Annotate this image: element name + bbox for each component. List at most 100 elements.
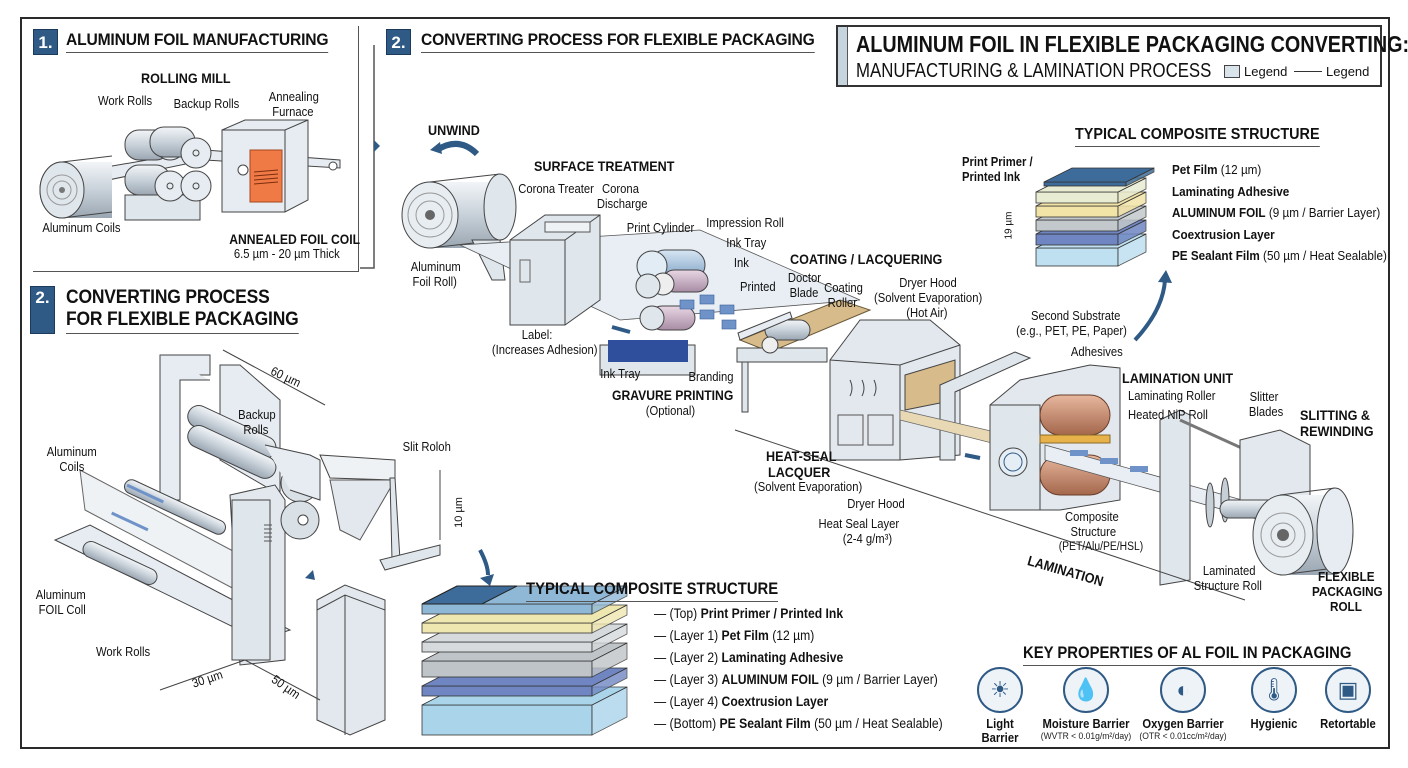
- legend-box-swatch-icon: [1224, 65, 1240, 78]
- label-coils-left-1: Aluminum: [46, 445, 97, 459]
- label-ink-tray-top: Ink Tray: [726, 236, 767, 250]
- layer-prefix: (Layer 3): [669, 672, 719, 687]
- label-heated-nip: Heated NiP Roll: [1128, 408, 1208, 422]
- composite-bottom-layer-label: — (Top) Print Primer / Printed Ink: [654, 606, 844, 621]
- stage-slitting-1: SLITTING &: [1300, 407, 1371, 423]
- label-backup-rolls-left-2: Rolls: [243, 423, 269, 437]
- coating-unit: [736, 299, 872, 413]
- label-corona-treater: Corona Treater: [518, 182, 594, 196]
- gravure-printing-unit: [599, 249, 737, 376]
- layer-name: Pet Film: [721, 628, 769, 643]
- stage-surface-treatment: SURFACE TREATMENT: [534, 158, 675, 174]
- label-work-rolls-left: Work Rolls: [96, 645, 151, 659]
- section-title-left-2: FOR FLEXIBLE PACKAGING: [66, 309, 299, 334]
- flow-arrow: [1133, 279, 1167, 342]
- property-name: Oxygen Barrier: [1142, 717, 1224, 731]
- label-composite-2: Structure: [1070, 525, 1117, 539]
- composite-stack-top: [1035, 167, 1155, 267]
- moisture-barrier-icon: 💧: [1063, 667, 1109, 713]
- layer-prefix: (Layer 2): [669, 650, 719, 665]
- label-dryer-hood-low: Dryer Hood: [847, 497, 905, 511]
- composite-bottom-layer-label: — (Bottom) PE Sealant Film (50 µm / Heat…: [654, 716, 943, 731]
- composite-top-left-2: Printed Ink: [962, 170, 1021, 184]
- label-dryer-hood-1: Dryer Hood: [899, 276, 957, 290]
- property-name: Light: [986, 717, 1014, 731]
- label-branding: Branding: [688, 370, 734, 384]
- label-annealed-coil: ANNEALED FOIL COIL: [229, 232, 361, 247]
- unwind-roll: [401, 141, 517, 281]
- label-printed: Printed: [739, 280, 776, 294]
- layer-prefix: (Top): [669, 606, 698, 621]
- label-composite-3: (PET/Alu/PE/HSL): [1058, 541, 1144, 553]
- layer-name: Coextrusion Layer: [1172, 226, 1275, 242]
- layer-name: Laminating Adhesive: [721, 650, 844, 665]
- property-item: ◐ Oxygen Barrier (OTR < 0.01cc/m²/day): [1123, 667, 1243, 742]
- converting-machine-illustration: [53, 349, 494, 736]
- title-accent-bar: [838, 27, 848, 85]
- label-label-1: Label:: [521, 328, 553, 342]
- label-heat-seal-layer-2: (2-4 g/m³): [842, 532, 893, 546]
- layer-name: Coextrusion Layer: [721, 694, 829, 709]
- label-doctor-1: Doctor: [787, 271, 821, 285]
- stage-heat-seal-2: LACQUER: [768, 464, 831, 480]
- label-second-substrate-1: Second Substrate: [1030, 309, 1121, 323]
- composite-bottom-layer: [421, 641, 593, 653]
- layer-prefix: (Layer 1): [669, 628, 719, 643]
- property-name: Moisture Barrier: [1042, 717, 1130, 731]
- label-laminated-2: Structure Roll: [1193, 579, 1262, 593]
- label-corona-1: Corona: [602, 182, 639, 196]
- corona-treater: [509, 214, 601, 326]
- property-item: 💧 Moisture Barrier (WVTR < 0.01g/m²/day): [1026, 667, 1146, 742]
- label-backup-rolls: Backup Rolls: [173, 97, 240, 111]
- label-foil-roll-2: Foil Roll): [412, 275, 457, 289]
- layer-detail: (50 µm / Heat Sealable): [1263, 248, 1387, 263]
- stage-flexible-1: FLEXIBLE: [1318, 569, 1375, 584]
- property-detail: (WVTR < 0.01g/m²/day): [1040, 731, 1132, 742]
- stage-slitting-2: REWINDING: [1300, 423, 1374, 439]
- label-annealing-1: Annealing: [268, 90, 319, 104]
- rolling-mill-illustration: [39, 119, 341, 221]
- label-coils-left-2: Coils: [59, 460, 85, 474]
- composite-bottom-layer: [421, 660, 593, 678]
- composite-bottom-layer: [421, 603, 593, 615]
- label-foil-coil-2: FOIL Coll: [38, 603, 86, 617]
- composite-top-print-layer-top: [1043, 167, 1155, 183]
- label-thickness: 6.5 µm - 20 µm Thick: [233, 247, 340, 261]
- composite-top-dimension: 19 µm: [1003, 211, 1015, 240]
- label-corona-2: Discharge: [596, 197, 648, 211]
- property-name: Retortable: [1320, 717, 1376, 731]
- retortable-icon: ▣: [1325, 667, 1371, 713]
- label-slitter-1: Slitter: [1249, 390, 1279, 404]
- section-title-left-1: CONVERTING PROCESS: [66, 287, 270, 308]
- layer-name: Laminating Adhesive: [1172, 183, 1290, 199]
- label-coating-roller-2: Roller: [827, 296, 858, 310]
- composite-top-layer: [1035, 219, 1119, 232]
- stage-heat-seal-1: HEAT-SEAL: [766, 448, 837, 464]
- label-composite-1: Composite: [1064, 510, 1119, 524]
- composite-bottom-layer: [421, 704, 593, 736]
- bracket-arrow: [374, 140, 380, 152]
- title-box: ALUMINUM FOIL IN FLEXIBLE PACKAGING CONV…: [836, 25, 1408, 87]
- hygienic-icon: 🌡: [1251, 667, 1297, 713]
- legend-box-label: Legend: [1244, 64, 1288, 79]
- property-item: ☀ Light Barrier: [940, 667, 1060, 745]
- label-foil-coil-1: Aluminum: [35, 588, 86, 602]
- section-number-1: 1.: [33, 29, 58, 55]
- stage-lamination-unit: LAMINATION UNIT: [1122, 370, 1234, 386]
- main-title: ALUMINUM FOIL IN FLEXIBLE PACKAGING CONV…: [856, 31, 1408, 57]
- legend-box-item: Legend: [1224, 64, 1287, 79]
- slitting-rewinding-unit: [1159, 409, 1354, 586]
- stage-flexible-2: PACKAGING: [1312, 584, 1383, 599]
- lamination-dimension-line: [734, 429, 1246, 601]
- composite-top-left-1: Print Primer /: [962, 155, 1033, 169]
- manufacturing-panel: [33, 26, 359, 272]
- legend-line-label: Legend: [1326, 64, 1370, 79]
- composite-bottom-layer-label: — (Layer 2) Laminating Adhesive: [654, 650, 844, 665]
- label-second-substrate-2: (e.g., PET, PE, Paper): [1016, 324, 1127, 338]
- label-print-cylinder: Print Cylinder: [626, 221, 695, 235]
- composite-top-layer: [1035, 247, 1119, 267]
- composite-bottom-layer: [421, 685, 593, 697]
- label-heat-seal-note: (Solvent Evaporation): [754, 480, 863, 494]
- properties-title: KEY PROPERTIES OF AL FOIL IN PACKAGING: [1023, 644, 1352, 666]
